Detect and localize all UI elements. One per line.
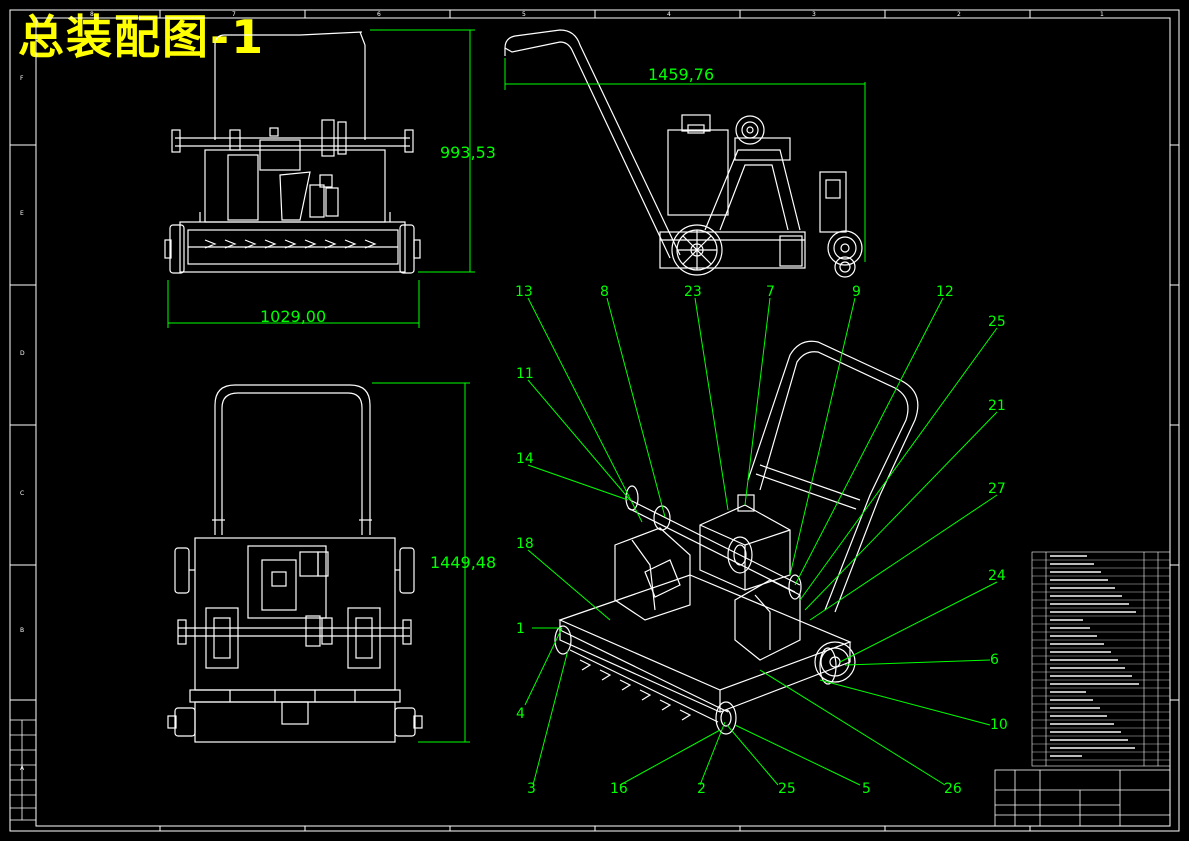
balloon-label: 26 [944,781,962,797]
dimension-front-width: 1029,00 [260,307,326,326]
dimension-side-length: 1459,76 [648,65,714,84]
balloon-label: 21 [988,398,1006,414]
dimension-front-height: 993,53 [440,143,496,162]
balloon-label: 25 [988,314,1006,330]
front-view [164,31,421,274]
title-block [994,769,1171,827]
balloon-label: 6 [990,652,999,668]
balloon-label: 3 [527,781,536,797]
grid-number: 7 [232,11,236,18]
balloon-label: 9 [852,284,861,300]
grid-letter: A [20,765,25,772]
balloon-label: 11 [516,366,534,382]
balloon-label: 2 [697,781,706,797]
balloon-label: 14 [516,451,534,467]
balloon-label: 23 [684,284,702,300]
balloon-label: 10 [990,717,1008,733]
grid-labels: 8 7 6 5 4 3 2 1 F E D C B A [20,11,1104,772]
grid-letter: B [20,627,24,634]
balloon-label: 5 [862,781,871,797]
grid-number: 8 [90,11,94,18]
balloon-labels: 13 8 23 7 9 12 25 21 27 24 6 10 26 5 25 … [515,284,1008,797]
balloon-label: 27 [988,481,1006,497]
balloon-label: 1 [516,621,525,637]
balloon-label: 12 [936,284,954,300]
balloon-label: 18 [516,536,534,552]
parts-list-table [1031,551,1171,767]
balloon-label: 24 [988,568,1006,584]
grid-number: 5 [522,11,526,18]
grid-number: 1 [1100,11,1104,18]
front-dimensions [167,29,475,328]
side-dimensions [504,58,866,262]
balloon-label: 7 [766,284,775,300]
grid-letter: E [20,210,24,217]
dimension-top-length: 1449,48 [430,553,496,572]
balloon-label: 4 [516,706,525,722]
isometric-view [554,340,919,735]
grid-ticks [10,10,1179,831]
grid-letter: D [20,350,25,357]
parts-list-rows [1032,555,1170,761]
balloon-label: 8 [600,284,609,300]
grid-number: 4 [667,11,671,18]
balloon-label: 13 [515,284,533,300]
side-view [504,29,863,278]
grid-letter: F [20,75,24,82]
grid-number: 3 [812,11,816,18]
top-dimensions [372,382,470,743]
grid-number: 2 [957,11,961,18]
balloon-label: 16 [610,781,628,797]
grid-letter: C [20,490,24,497]
side-stamp-block [9,719,37,821]
balloon-leaders [524,297,998,786]
drawing-title: 总装配图-1 [18,10,266,64]
grid-number: 6 [377,11,381,18]
balloon-label: 25 [778,781,796,797]
top-view [167,384,423,743]
